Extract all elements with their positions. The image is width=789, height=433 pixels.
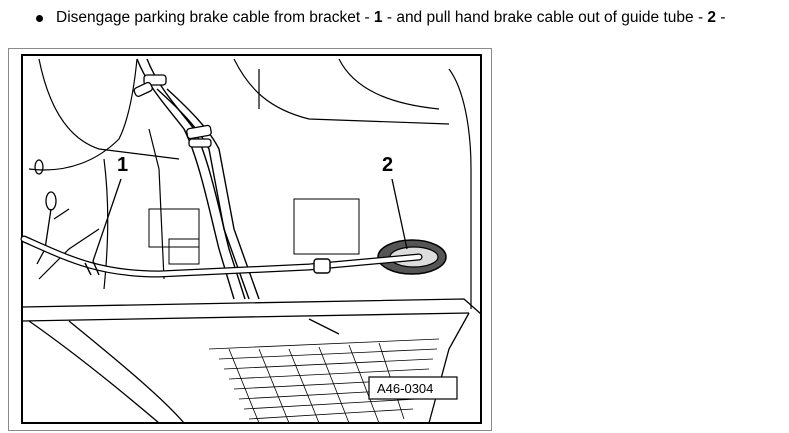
reference-2: 2 (707, 9, 717, 26)
panel-cutouts (148, 198, 360, 265)
figure-id: A46-0304 (377, 381, 433, 396)
callout-2: 2 (382, 154, 393, 176)
figure-id-box (368, 376, 458, 400)
hand-brake-cable (20, 235, 423, 278)
body-panel-lines (28, 58, 472, 309)
brake-cable-illustration: 1 2 A46-0304 (20, 54, 482, 424)
leader-lines (92, 178, 408, 262)
pipe-clips (133, 74, 212, 148)
figure-frame: 1 2 A46-0304 (8, 48, 492, 431)
instruction-part-1: Disengage parking brake cable from brack… (56, 9, 374, 26)
instruction-part-3: - (716, 9, 726, 26)
reference-1: 1 (373, 9, 383, 26)
instruction-part-2: - and pull hand brake cable out of guide… (382, 9, 708, 26)
instruction-text: Disengage parking brake cable from brack… (56, 7, 726, 29)
callout-1: 1 (117, 154, 128, 176)
floor-panel (21, 298, 482, 424)
bullet-icon (36, 15, 43, 22)
